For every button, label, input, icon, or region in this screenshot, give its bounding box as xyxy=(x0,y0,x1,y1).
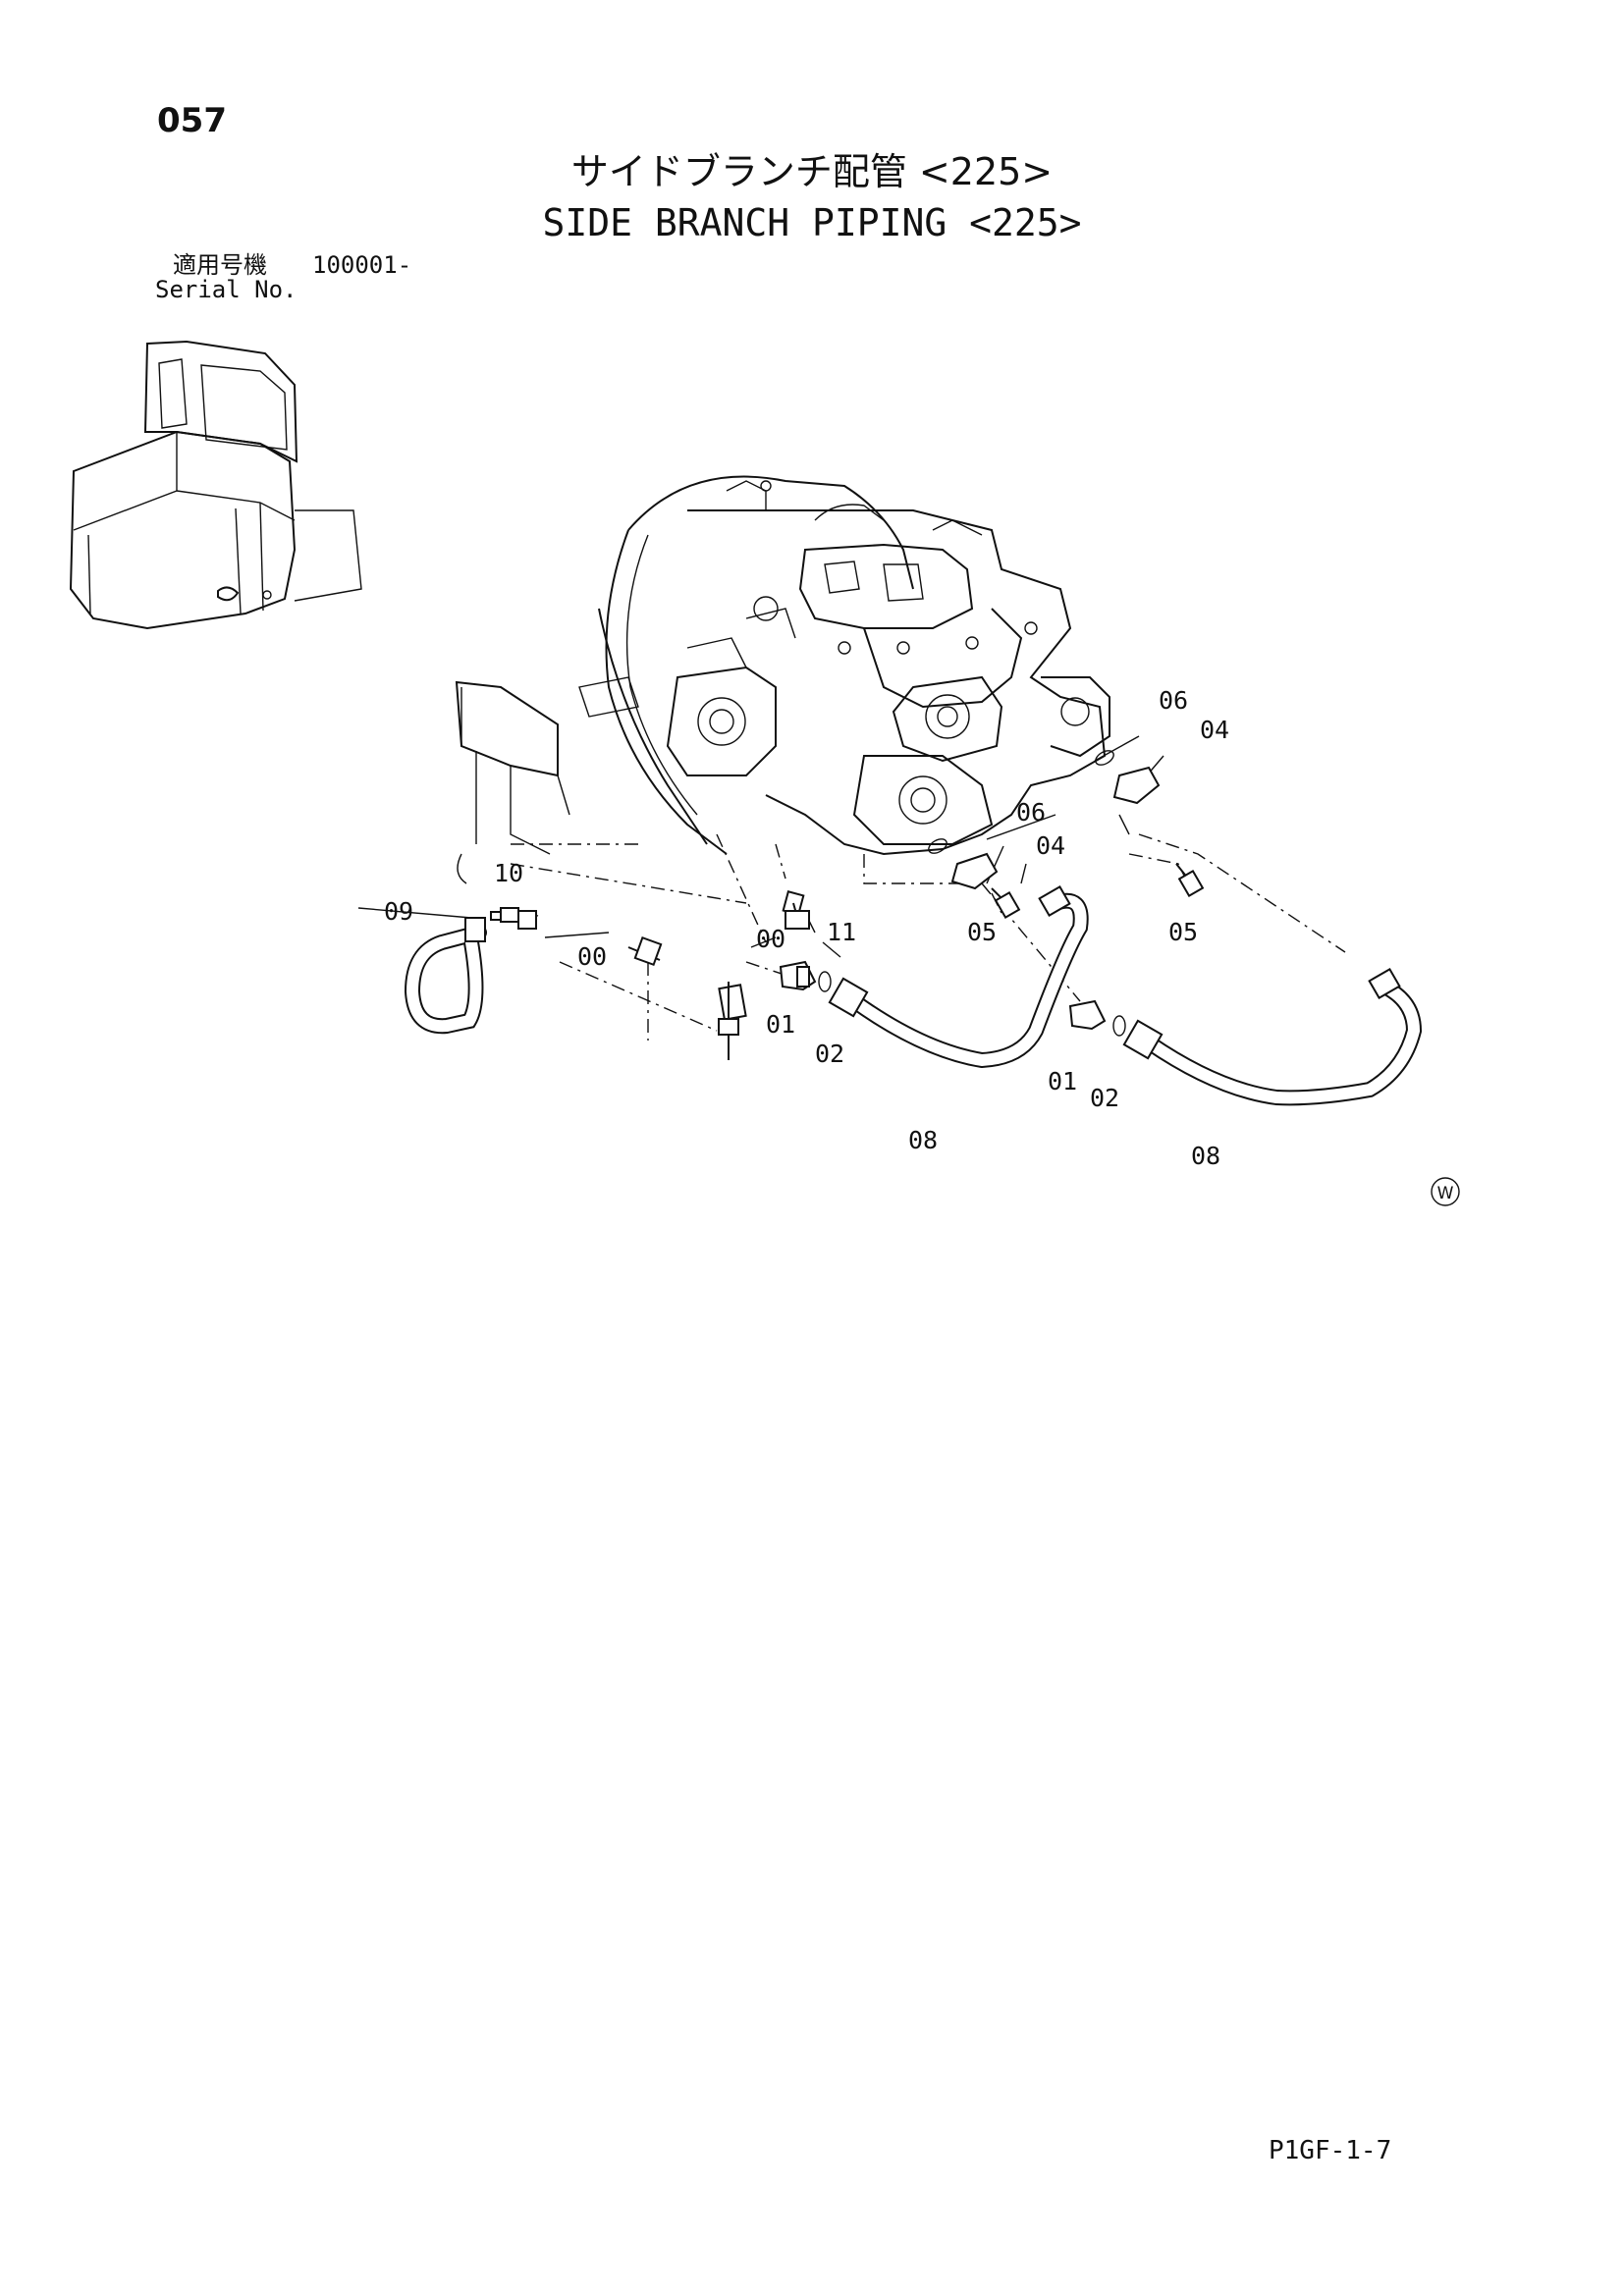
callout-04-lower: 04 xyxy=(1036,831,1065,860)
serial-label-english: Serial No. xyxy=(155,276,298,303)
leader-lines xyxy=(357,735,1346,1041)
page-title-japanese: サイドブランチ配管 <225> xyxy=(570,150,1054,193)
callout-04-upper: 04 xyxy=(1200,716,1229,744)
flange-part-04-a xyxy=(1112,766,1161,805)
adapter-part-01-b xyxy=(1068,999,1107,1031)
adapter-part-01-a xyxy=(779,960,817,991)
document-code: P1GF-1-7 xyxy=(1269,2136,1392,2165)
page-number: 057 xyxy=(157,101,227,140)
callout-02-right: 02 xyxy=(1090,1084,1119,1112)
callout-05-left: 05 xyxy=(967,918,997,946)
serial-number-value: 100001- xyxy=(312,251,412,279)
o-ring-part-06-a xyxy=(1095,750,1114,766)
callout-08-left: 08 xyxy=(908,1126,938,1154)
callout-10: 10 xyxy=(494,859,523,887)
bolt-part-11 xyxy=(782,890,810,930)
bolt-part-05-b xyxy=(1175,863,1205,898)
bolt-part-00-a xyxy=(627,935,663,967)
callout-01-right: 01 xyxy=(1048,1067,1077,1095)
circled-w-mark: W xyxy=(1431,1177,1460,1206)
callout-11: 11 xyxy=(827,918,856,946)
callout-09: 09 xyxy=(384,897,413,926)
callout-06-lower: 06 xyxy=(1016,798,1046,827)
callout-00-left: 00 xyxy=(577,942,607,971)
callout-05-right: 05 xyxy=(1168,918,1198,946)
flange-part-04-b xyxy=(950,852,999,890)
callout-02-left: 02 xyxy=(815,1040,844,1068)
machine-locator-illustration xyxy=(69,340,362,630)
callout-06-upper: 06 xyxy=(1159,686,1188,715)
callout-01-left: 01 xyxy=(766,1010,795,1039)
hose-part-08-a xyxy=(828,884,1089,1069)
bolt-part-00-b xyxy=(718,982,747,1060)
mounting-bracket xyxy=(455,680,570,884)
circled-mark-letter: W xyxy=(1437,1184,1454,1203)
page-title-english: SIDE BRANCH PIPING <225> xyxy=(542,201,1082,244)
o-ring-part-02-b xyxy=(1112,1015,1126,1037)
fitting-part-10 xyxy=(490,907,537,930)
callout-00-center: 00 xyxy=(756,925,785,953)
serial-label-japanese: 適用号機 xyxy=(173,251,267,279)
hose-part-09 xyxy=(404,917,487,1035)
o-ring-part-06-b xyxy=(928,838,947,854)
callout-08-right: 08 xyxy=(1191,1142,1220,1170)
hose-part-08-b xyxy=(1122,967,1423,1106)
bolt-part-05-a xyxy=(991,887,1021,920)
o-ring-part-02-a xyxy=(818,971,832,992)
